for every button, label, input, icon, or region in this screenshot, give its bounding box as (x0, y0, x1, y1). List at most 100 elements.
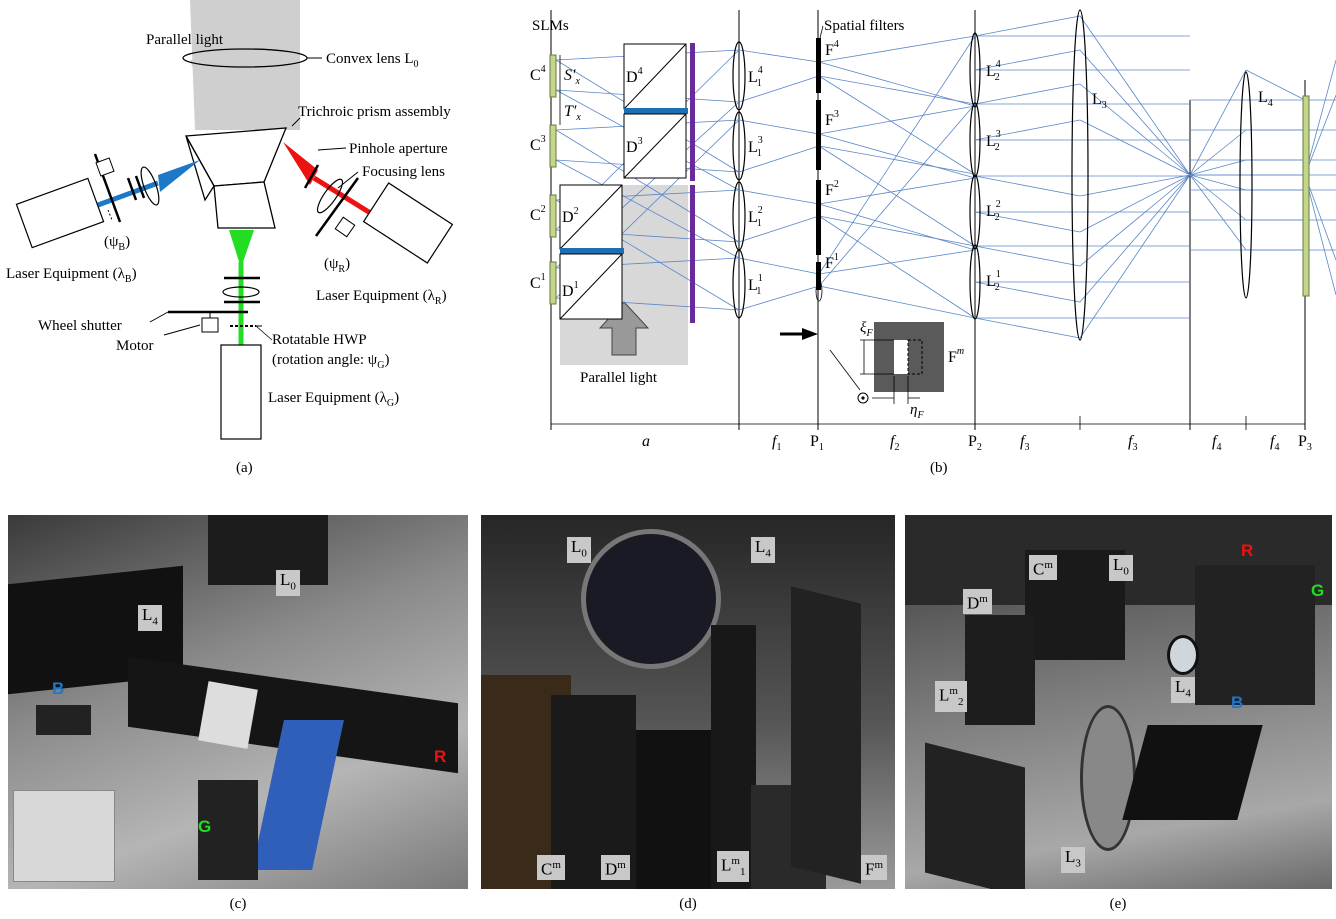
eta-label: η (910, 402, 917, 418)
hwp-angle-label: (rotation angle: ψ (272, 352, 378, 368)
svg-text:L4: L4 (1258, 89, 1273, 109)
svg-text:L42: L42 (986, 59, 1001, 83)
ray (1189, 174, 1247, 251)
ray (818, 249, 976, 275)
svg-text:C4: C4 (530, 64, 546, 84)
l2-2-label: L (986, 203, 996, 220)
tag-d-dm: Dm (601, 855, 630, 880)
tag-c-l4: L4 (138, 605, 162, 632)
svg-text:F1: F1 (825, 252, 839, 272)
d4-label: D (626, 69, 638, 86)
trichroic-label: Trichroic prism assembly (298, 104, 451, 120)
green-focusing-lens (222, 286, 260, 298)
red-motor (334, 216, 356, 238)
ray (1189, 129, 1247, 176)
ray (1189, 174, 1247, 191)
caption-b: (b) (930, 460, 948, 476)
tag-e-b: B (1231, 693, 1244, 712)
tag-e-l4: L4 (1171, 677, 1195, 704)
ray (1304, 94, 1336, 176)
tx-label: T′ (564, 103, 577, 120)
ray (818, 145, 976, 175)
tag-e-l2m: Lm2 (935, 681, 968, 713)
l4-label: L (1258, 89, 1268, 106)
ray (1079, 49, 1191, 176)
svg-text:P2: P2 (968, 433, 982, 453)
ray (974, 119, 1081, 141)
blue-focusing-lens (140, 166, 160, 206)
ray (1189, 159, 1247, 176)
dim-f4b: f (1270, 433, 1277, 450)
ray (738, 215, 820, 243)
ray (818, 133, 976, 179)
svg-text:f2: f2 (890, 433, 899, 453)
hwp-label: Rotatable HWP (272, 332, 367, 348)
d2-label: D (562, 209, 574, 226)
cube-d3 (623, 113, 687, 179)
ray (818, 75, 976, 175)
ray (738, 49, 820, 63)
wheel-shutter-label: Wheel shutter (38, 318, 122, 334)
slms-label: SLMs (532, 18, 569, 34)
svg-text:D3: D3 (626, 136, 643, 156)
dim-a: a (642, 433, 650, 450)
ray (738, 119, 820, 135)
purple-filters (690, 43, 695, 323)
ray (738, 75, 820, 103)
red-shutter (314, 177, 360, 237)
light-rays (555, 15, 1336, 339)
f3-label: F (825, 112, 834, 129)
convex-lens-label: Convex lens L (326, 51, 414, 67)
blue-beam (97, 180, 159, 208)
tag-e-l0: L0 (1109, 555, 1133, 582)
output-plane-p3 (1302, 95, 1310, 297)
ray (1304, 174, 1336, 296)
tag-d-l0: L0 (567, 537, 591, 564)
f2-label: F (825, 182, 834, 199)
slm-c4 (549, 54, 557, 98)
ray (738, 189, 820, 205)
laser-equipment-g (220, 344, 262, 440)
svg-text:P3: P3 (1298, 433, 1312, 453)
red-focusing-lens (316, 178, 344, 214)
laser-b-label: Laser Equipment (λ (6, 266, 126, 282)
dim-f3b: f (1128, 433, 1135, 450)
ray (818, 35, 976, 275)
xi-label: ξ (860, 320, 867, 336)
panel-a-diagram: Parallel light Convex lens L0 Trichroic … (6, 0, 454, 476)
ray (818, 285, 976, 319)
ray (1079, 174, 1191, 233)
svg-text:D2: D2 (562, 206, 579, 226)
cube-d4 (623, 43, 688, 114)
laser-equipment-r (362, 182, 454, 264)
ray (1079, 174, 1191, 339)
ray (1245, 69, 1306, 101)
tag-e-dm: Dm (963, 589, 992, 614)
svg-text:L31: L31 (748, 135, 763, 159)
svg-text:F3: F3 (825, 109, 839, 129)
ray (818, 177, 976, 205)
l2-lenses (969, 32, 981, 320)
ray (818, 215, 976, 247)
ray (1079, 119, 1191, 176)
ray (1189, 69, 1247, 176)
svg-text:f3: f3 (1128, 433, 1137, 453)
tag-c-g: G (198, 817, 212, 836)
caption-d: (d) (679, 896, 697, 912)
ray (738, 285, 820, 311)
laser-g-label: Laser Equipment (λ (268, 390, 388, 406)
lens-l4 (1239, 71, 1253, 299)
c3-label: C (530, 137, 541, 154)
dim-f3a: f (1020, 433, 1027, 450)
ray (818, 61, 976, 107)
prism-left (185, 135, 215, 202)
tag-e-g: G (1311, 581, 1325, 600)
cube-d2 (559, 184, 624, 254)
svg-text:P1: P1 (810, 433, 824, 453)
slm-c2 (549, 194, 557, 238)
light-taper (190, 60, 300, 130)
caption-e: (e) (1109, 896, 1127, 912)
svg-text:(rotation angle: ψG): (rotation angle: ψG) (272, 352, 389, 371)
ray (818, 103, 976, 287)
svg-text:Fm: Fm (948, 346, 964, 366)
